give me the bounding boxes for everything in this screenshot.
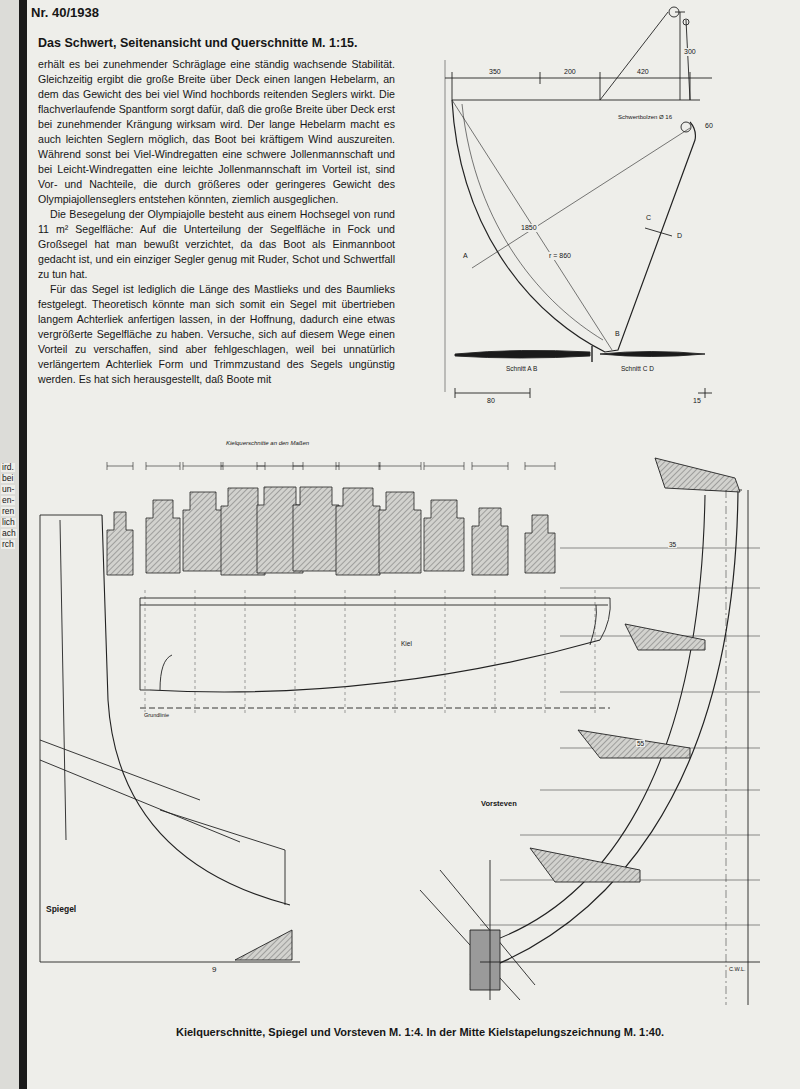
dimension-label: 200	[563, 68, 577, 76]
body-text: erhält es bei zunehmender Schräglage ein…	[38, 57, 395, 387]
title: Das Schwert, Seitenansicht und Querschni…	[38, 36, 358, 50]
keel-sections	[107, 462, 595, 714]
dimension-label: 60	[704, 122, 714, 130]
dimension-line	[525, 462, 555, 470]
dimension-label: C	[645, 214, 652, 222]
dimension-label: 300	[683, 48, 697, 56]
keel-section	[146, 500, 180, 573]
dimension-label: Kielquerschnitte an den Maßen	[225, 440, 310, 447]
dimension-label: Schwertbolzen Ø 16	[617, 114, 673, 121]
station-line	[295, 590, 296, 714]
station-line	[345, 590, 346, 714]
heading-label: lich	[1, 518, 16, 527]
keel-stacking-drawing	[140, 598, 610, 708]
heading-label: Spiegel	[45, 905, 77, 914]
dimension-label: 55	[636, 740, 645, 747]
dimension-line	[379, 462, 421, 470]
dimension-label: Vorsteven	[480, 800, 518, 808]
heading-label: ird.	[1, 463, 15, 472]
keel-section	[183, 492, 223, 571]
paragraph: Die Besegelung der Olympiajolle besteht …	[38, 207, 395, 282]
station-line	[495, 590, 496, 714]
dimension-line	[183, 462, 223, 470]
paragraph: Für das Segel ist lediglich die Länge de…	[38, 282, 395, 387]
dimension-label: B	[614, 330, 621, 338]
keel-section	[336, 488, 380, 575]
keel-section	[379, 492, 421, 573]
dimension-label: r = 860	[548, 252, 572, 260]
keel-section	[293, 487, 339, 571]
station-line	[595, 590, 596, 714]
station-line	[445, 590, 446, 714]
dimension-label: 1850	[520, 224, 538, 232]
station-line	[195, 590, 196, 714]
dimension-line	[146, 462, 180, 470]
dimension-label: D	[676, 232, 683, 240]
dimension-line	[336, 462, 380, 470]
station-line	[245, 590, 246, 714]
heading-label: rch	[1, 540, 15, 549]
neighbour-page	[0, 0, 19, 1089]
dimension-label: Schnitt A B	[505, 365, 538, 372]
dimension-label: 80	[486, 397, 496, 405]
heading-label: un-	[1, 485, 15, 494]
dimension-label: 15	[692, 397, 702, 405]
dimension-label: A	[462, 252, 469, 260]
heading-label: bei	[1, 474, 14, 483]
heading-label: 9	[211, 966, 217, 975]
dimension-line	[107, 462, 133, 470]
binding-shadow	[19, 0, 27, 1089]
dimension-line	[293, 462, 339, 470]
station-line	[395, 590, 396, 714]
dimension-label: C.W.L.	[728, 966, 747, 972]
heading-label: en-	[1, 496, 15, 505]
keel-section	[472, 508, 508, 575]
keel-section	[525, 515, 555, 573]
dimension-label: 420	[636, 68, 650, 76]
dimension-label: 35	[668, 541, 677, 548]
heading-label: Nr. 40/1938	[30, 6, 100, 20]
station-line	[145, 590, 146, 714]
dimension-label: 350	[488, 68, 502, 76]
centreboard-drawing	[445, 7, 712, 398]
dimension-label: Grundlinie	[143, 712, 170, 718]
station-line	[545, 590, 546, 714]
dimension-label: Schnitt C D	[620, 365, 655, 372]
paragraph: erhält es bei zunehmender Schräglage ein…	[38, 57, 395, 207]
keel-section	[107, 512, 133, 575]
stem-drawing	[420, 458, 760, 1005]
transom-drawing	[40, 515, 300, 962]
dimension-line	[424, 462, 464, 470]
heading-label: ach	[1, 529, 17, 538]
caption: Kielquerschnitte, Spiegel und Vorsteven …	[176, 1026, 664, 1038]
keel-section	[424, 500, 464, 571]
heading-label: ren	[1, 507, 15, 516]
dimension-label: Kiel	[400, 640, 413, 647]
dimension-line	[472, 462, 508, 470]
